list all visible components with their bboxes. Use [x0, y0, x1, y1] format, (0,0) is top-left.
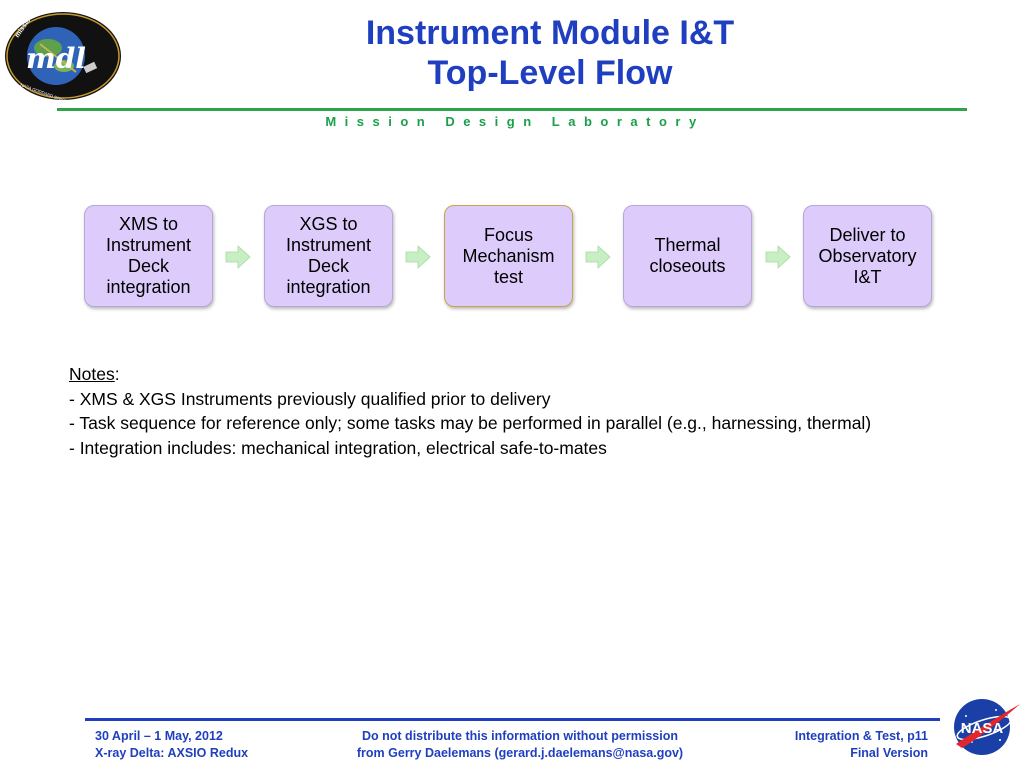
svg-text:mdl: mdl [26, 42, 86, 75]
page-title-line2: Top-Level Flow [427, 54, 673, 92]
footer-version: Final Version [850, 746, 928, 760]
flow-arrow-icon [585, 245, 611, 269]
header-divider [57, 108, 967, 111]
mdl-logo: mdl mission design lab NASA GODDARD SPAC… [5, 10, 121, 100]
footer-date-block: 30 April – 1 May, 2012 X-ray Delta: AXSI… [95, 728, 248, 762]
footer-page-number: Integration & Test, p11 [794, 729, 928, 743]
footer-notice-line2: from Gerry Daelemans (gerard.j.daelemans… [356, 746, 684, 760]
lab-subtitle: Mission Design Laboratory [325, 114, 705, 129]
page-title-line1: Instrument Module I&T [365, 14, 735, 52]
footer-date: 30 April – 1 May, 2012 [95, 729, 223, 743]
flow-step-deliver-observatory: Deliver to Observatory I&T [803, 205, 932, 307]
nasa-logo: NASA [954, 699, 1020, 755]
notes-heading-line: Notes: [69, 364, 120, 384]
flow-step-xgs-integration: XGS to Instrument Deck integration [264, 205, 393, 307]
note-item: - Integration includes: mechanical integ… [69, 437, 607, 458]
flow-arrow-icon [405, 245, 431, 269]
footer-divider [85, 718, 940, 721]
svg-text:NASA: NASA [961, 720, 1004, 737]
flow-arrow-icon [765, 245, 791, 269]
notes-heading: Notes [69, 364, 115, 384]
footer-study-name: X-ray Delta: AXSIO Redux [95, 746, 249, 760]
note-item: - XMS & XGS Instruments previously quali… [69, 388, 551, 409]
flow-arrow-icon [225, 245, 251, 269]
flow-step-thermal-closeouts: Thermal closeouts [623, 205, 752, 307]
flow-step-xms-integration: XMS to Instrument Deck integration [84, 205, 213, 307]
notes-section: Notes: - XMS & XGS Instruments previousl… [69, 362, 871, 460]
footer-notice-line1: Do not distribute this information witho… [362, 729, 678, 743]
footer-page-info: Integration & Test, p11 Final Version [700, 728, 928, 762]
footer-distribution-notice: Do not distribute this information witho… [320, 728, 720, 762]
note-item: - Task sequence for reference only; some… [69, 413, 872, 433]
flow-step-focus-mechanism: Focus Mechanism test [444, 205, 573, 307]
